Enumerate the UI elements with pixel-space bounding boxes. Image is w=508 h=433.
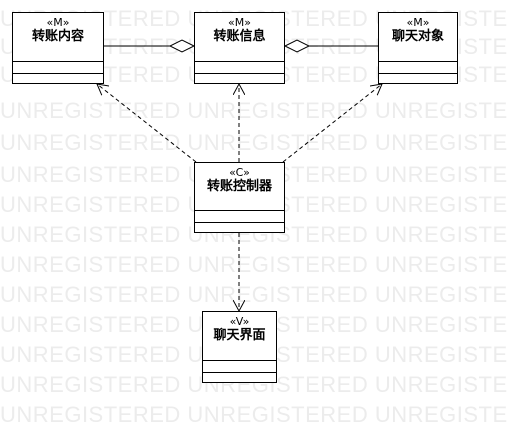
watermark-row: UNREGISTERED UNREGISTERED UNREGISTERED: [0, 98, 508, 123]
aggregation-diamond-icon: [283, 39, 311, 53]
operations-compartment: [203, 372, 276, 373]
class-transfer-content[interactable]: «M» 转账内容: [12, 12, 104, 84]
class-transfer-controller[interactable]: «C» 转账控制器: [194, 162, 285, 233]
class-name: 聊天对象: [391, 29, 444, 44]
stereotype-label: «M»: [46, 16, 70, 29]
aggregation-diamond-icon: [168, 39, 196, 53]
stereotype-label: «M»: [406, 16, 430, 29]
attributes-compartment: [13, 61, 103, 62]
stereotype-label: «V»: [229, 315, 250, 328]
class-name: 转账内容: [31, 29, 84, 44]
watermark-row: UNREGISTERED UNREGISTERED UNREGISTERED: [0, 252, 508, 277]
stereotype-label: «M»: [228, 16, 251, 29]
class-name: 转账信息: [213, 29, 266, 44]
stereotype-label: «C»: [229, 166, 250, 179]
operations-compartment: [13, 73, 103, 74]
watermark-row: UNREGISTERED UNREGISTERED UNREGISTERED: [0, 402, 508, 427]
class-name: 转账控制器: [206, 179, 272, 194]
class-chat-partner[interactable]: «M» 聊天对象: [378, 12, 458, 84]
class-name: 聊天界面: [213, 328, 266, 343]
class-chat-view[interactable]: «V» 聊天界面: [202, 311, 277, 383]
operations-compartment: [195, 73, 284, 74]
attributes-compartment: [195, 210, 284, 211]
class-transfer-info[interactable]: «M» 转账信息: [194, 12, 285, 84]
watermark-row: UNREGISTERED UNREGISTERED UNREGISTERED: [0, 130, 508, 155]
attributes-compartment: [379, 61, 457, 62]
attributes-compartment: [195, 61, 284, 62]
operations-compartment: [379, 73, 457, 74]
attributes-compartment: [203, 360, 276, 361]
operations-compartment: [195, 222, 284, 223]
dependency-controller-content: [97, 84, 197, 163]
dependency-controller-chat: [282, 84, 382, 163]
watermark-row: UNREGISTERED UNREGISTERED UNREGISTERED: [0, 282, 508, 307]
